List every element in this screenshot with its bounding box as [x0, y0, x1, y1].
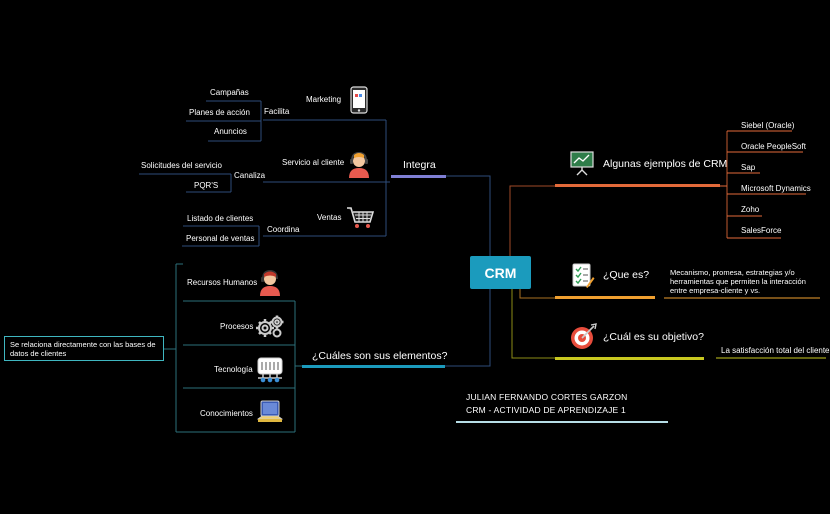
item-listado-de-clientes[interactable]: Listado de clientes [187, 214, 254, 223]
author-name: JULIAN FERNANDO CORTES GARZON [466, 392, 628, 402]
objetivo-underline [555, 357, 704, 360]
item-conocimientos[interactable]: Conocimientos [200, 409, 253, 418]
person-headset-icon [260, 269, 280, 296]
customer-support-agent-icon [349, 151, 369, 178]
connector-elementos [445, 289, 491, 367]
item-campanas[interactable]: Campañas [210, 88, 249, 97]
author-underline [456, 421, 668, 423]
que-es-description[interactable]: Mecanismo, promesa, estrategias y/o herr… [670, 268, 806, 295]
center-node-crm[interactable]: CRM [470, 256, 531, 289]
presentation-board-icon [570, 151, 594, 176]
elementos-underline [302, 365, 445, 368]
ejemplos-underline [555, 184, 720, 187]
item-tecnologia[interactable]: Tecnología [214, 365, 253, 374]
example-siebel[interactable]: Siebel (Oracle) [741, 121, 795, 130]
connector-que-es [519, 289, 555, 299]
author-subtitle: CRM - ACTIVIDAD DE APRENDIZAJE 1 [466, 405, 626, 415]
laptop-icon [257, 400, 283, 422]
connector-integra [445, 175, 491, 256]
branch-label-ejemplos[interactable]: Algunas ejemplos de CRM [603, 158, 728, 170]
target-icon [571, 323, 597, 349]
item-pqrs[interactable]: PQR'S [194, 181, 219, 190]
group-label-servicio-al-cliente[interactable]: Servicio al cliente [282, 158, 345, 167]
branch-label-objetivo[interactable]: ¿Cuál es su objetivo? [603, 331, 704, 343]
branch-label-integra[interactable]: Integra [403, 159, 436, 171]
example-salesforce[interactable]: SalesForce [741, 226, 782, 235]
verb-coordina[interactable]: Coordina [267, 225, 300, 234]
item-solicitudes-del-servicio[interactable]: Solicitudes del servicio [141, 161, 222, 170]
note-bases-de-datos[interactable]: Se relaciona directamente con las bases … [4, 336, 164, 361]
item-planes-de-accion[interactable]: Planes de acción [189, 108, 250, 117]
group-label-marketing[interactable]: Marketing [306, 95, 342, 104]
example-sap[interactable]: Sap [741, 163, 756, 172]
connector-objetivo [511, 289, 555, 359]
item-anuncios[interactable]: Anuncios [214, 127, 247, 136]
branch-label-elementos[interactable]: ¿Cuáles son sus elementos? [312, 350, 448, 362]
example-zoho[interactable]: Zoho [741, 205, 760, 214]
verb-canaliza[interactable]: Canaliza [234, 171, 266, 180]
item-recursos-humanos[interactable]: Recursos Humanos [187, 278, 258, 287]
branch-label-que-es[interactable]: ¿Que es? [603, 269, 650, 281]
integra-underline [391, 175, 446, 178]
item-procesos[interactable]: Procesos [220, 322, 254, 331]
verb-facilita[interactable]: Facilita [264, 107, 290, 116]
network-server-icon [257, 357, 283, 383]
que-es-underline [555, 296, 655, 299]
example-microsoft-dynamics[interactable]: Microsoft Dynamics [741, 184, 811, 193]
checklist-icon [572, 263, 595, 288]
example-oracle-peoplesoft[interactable]: Oracle PeopleSoft [741, 142, 806, 151]
smartphone-icon [350, 86, 368, 114]
item-personal-de-ventas[interactable]: Personal de ventas [186, 234, 255, 243]
objetivo-description[interactable]: La satisfacción total del cliente [721, 346, 830, 355]
shopping-cart-icon [347, 207, 374, 228]
group-label-ventas[interactable]: Ventas [317, 213, 342, 222]
gears-icon [256, 315, 284, 338]
